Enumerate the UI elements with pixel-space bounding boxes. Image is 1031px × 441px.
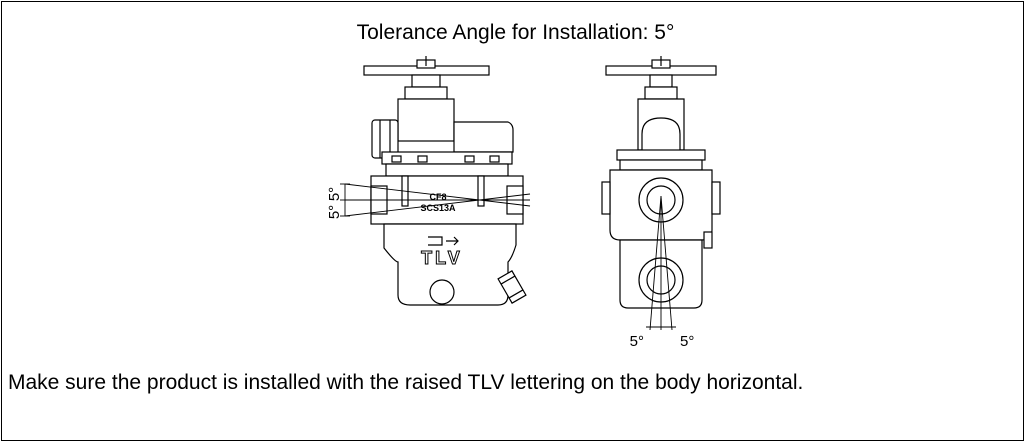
side-angle-left-label: 5° <box>630 333 644 350</box>
front-angle-lines <box>340 183 531 217</box>
front-view <box>363 56 527 306</box>
side-angle-right-label: 5° <box>680 333 694 350</box>
figure-title: Tolerance Angle for Installation: 5° <box>356 21 675 44</box>
flow-arrow-icon <box>428 236 459 246</box>
tlv-logo: TLV <box>421 248 463 268</box>
installation-diagram: 5° 5° CF8 SCS13A TLV 5° 5° <box>326 56 721 350</box>
front-bonnet <box>397 98 455 142</box>
installation-caption: Make sure the product is installed with … <box>8 371 804 394</box>
front-angle-lower-label: 5° <box>326 205 343 219</box>
material-label-scs13a: SCS13A <box>420 203 456 213</box>
front-angle-upper-label: 5° <box>326 187 343 201</box>
material-label-cf8: CF8 <box>429 192 446 202</box>
side-angle-lines <box>646 195 676 331</box>
